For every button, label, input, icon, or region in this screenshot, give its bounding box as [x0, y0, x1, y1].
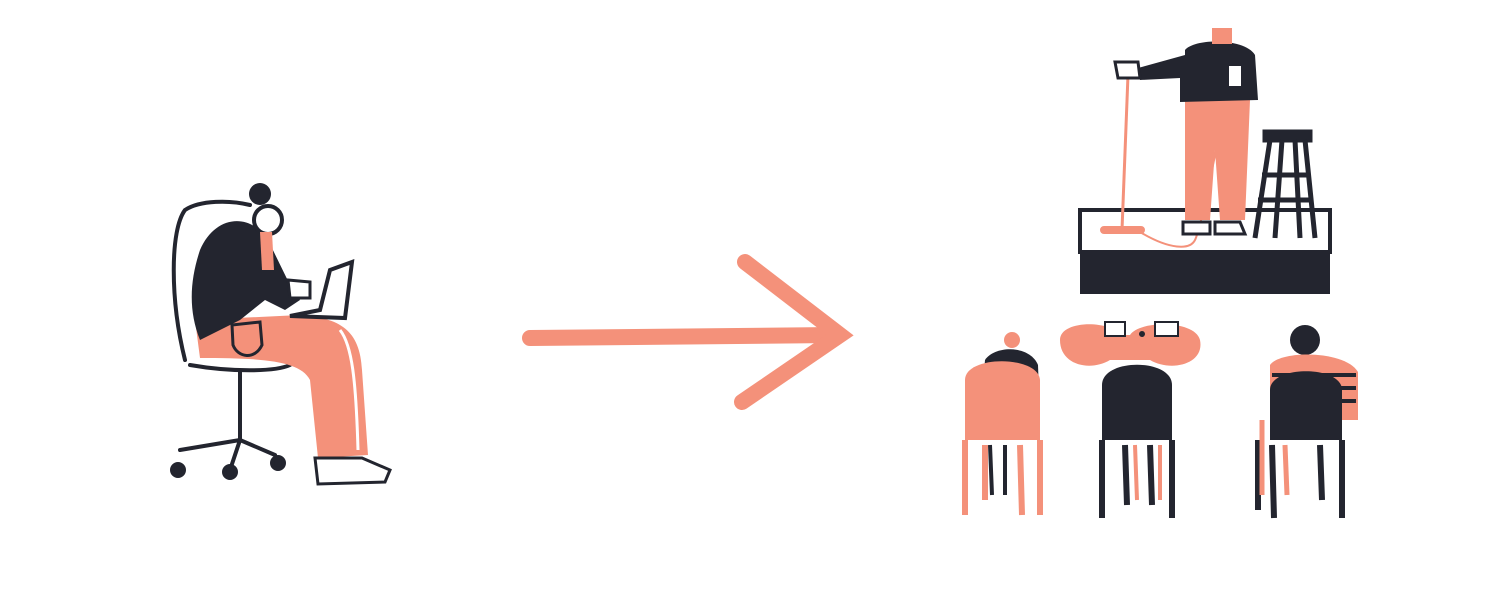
legs	[195, 315, 368, 458]
laptop	[289, 259, 355, 321]
comedian-shoes	[1181, 220, 1248, 236]
chair-back	[965, 361, 1040, 440]
neck	[260, 232, 274, 270]
microphone-hand	[1227, 64, 1243, 88]
comedian-legs	[1185, 100, 1250, 220]
hair-bun	[249, 183, 271, 205]
comedian	[1100, 28, 1258, 248]
comedian-head	[1212, 28, 1232, 44]
arrow-right-icon	[522, 254, 854, 410]
shoes	[313, 456, 392, 486]
leg-stripe	[338, 329, 360, 451]
audience-member-middle	[1060, 321, 1201, 518]
pocket	[230, 320, 264, 357]
comedian-hand	[1113, 60, 1142, 80]
audience-member-right	[1255, 325, 1358, 519]
office-chair	[170, 199, 292, 480]
audience-member-left	[962, 332, 1043, 516]
person-at-laptop	[170, 183, 392, 486]
hand	[286, 278, 312, 300]
mic-stand	[1120, 74, 1130, 231]
head	[252, 204, 284, 236]
bar-stool	[1252, 129, 1318, 239]
stage	[1078, 208, 1332, 294]
